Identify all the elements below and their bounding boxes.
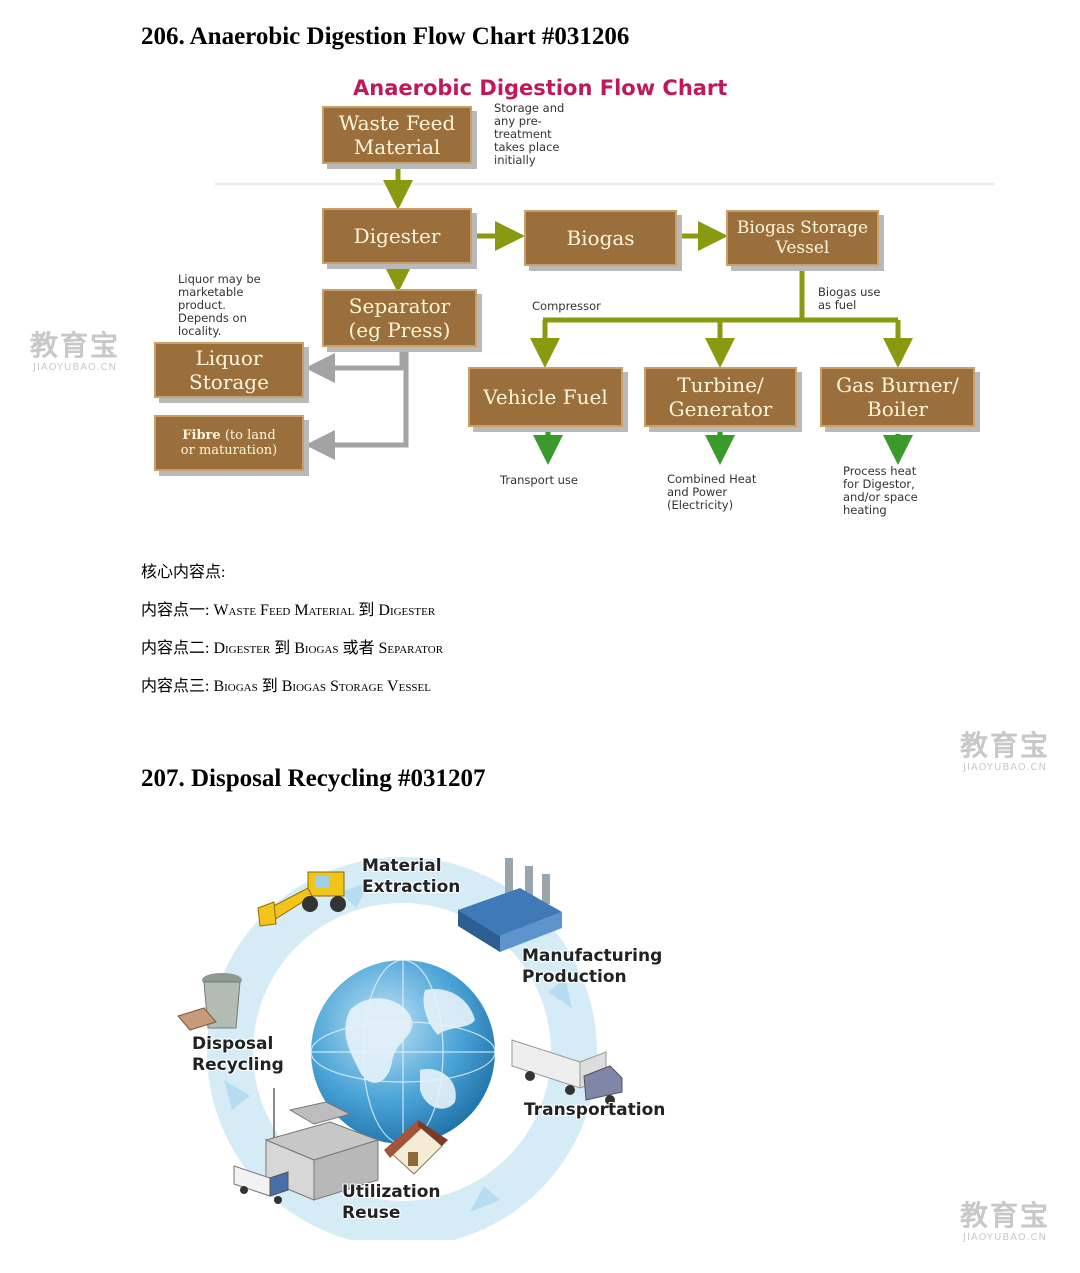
cycle-arrow-icon [224,1080,250,1110]
label-disposal-recycling: Disposal Recycling [192,1034,284,1075]
buildings-icon [264,1088,380,1201]
globe-icon [310,959,496,1145]
cycle-arrow-icon [340,882,370,908]
label-transportation: Transportation [524,1100,666,1120]
note-storage: Storage and any pre- treatment takes pla… [494,101,565,167]
box-vehicle-fuel: Vehicle Fuel [468,367,623,427]
cycle-ring [207,857,597,1240]
note-liquor: Liquor may be marketable product. Depend… [178,272,261,338]
diagram-title: Anaerobic Digestion Flow Chart [353,76,728,100]
label-material-extraction: Material Extraction [362,856,461,897]
arrow-separator-fibre [305,350,409,460]
anaerobic-digestion-diagram: Anaerobic Digestion Flow Chart Waste Fee… [150,70,1000,530]
section-206-title: 206. Anaerobic Digestion Flow Chart #031… [141,23,630,50]
truck-icon [511,1039,623,1105]
note-transport-use: Transport use [500,473,578,487]
flow-arrows [215,158,995,465]
recycling-bin-icon [177,973,242,1031]
excavator-icon [257,871,346,927]
recycling-cycle-illustration: Material Extraction Manufacturing Produc… [170,840,665,1240]
arrow-separator-liquor [305,350,405,383]
section-207-title: 207. Disposal Recycling #031207 [141,765,486,792]
label-utilization-reuse: Utilization Reuse [342,1182,441,1223]
note-biogas-fuel: Biogas use as fuel [818,285,881,312]
note-process-heat: Process heat for Digestor, and/or space … [843,464,918,517]
label-manufacturing-production: Manufacturing Production [522,946,663,987]
note-chp: Combined Heat and Power (Electricity) [667,472,757,512]
factory-icon [458,858,562,952]
box-turbine-generator: Turbine/Generator [644,367,797,427]
point-2: 内容点二: Digester 到 Biogas 或者 Separator [141,640,444,657]
box-biogas: Biogas [524,210,677,266]
points-header: 核心内容点: [141,564,226,581]
cycle-arrow-icon [470,1186,500,1212]
box-separator: Separator(eg Press) [322,289,477,347]
van-icon [233,1165,289,1204]
box-gas-burner-boiler: Gas Burner/Boiler [820,367,975,427]
box-digester: Digester [322,208,472,264]
cycle-arrow-icon [548,978,572,1008]
box-fibre: Fibre (to land or maturation) [154,415,304,471]
house-icon [384,1120,448,1175]
note-compressor: Compressor [532,299,601,313]
point-3: 内容点三: Biogas 到 Biogas Storage Vessel [141,678,431,695]
point-1: 内容点一: Waste Feed Material 到 Digester [141,602,436,619]
